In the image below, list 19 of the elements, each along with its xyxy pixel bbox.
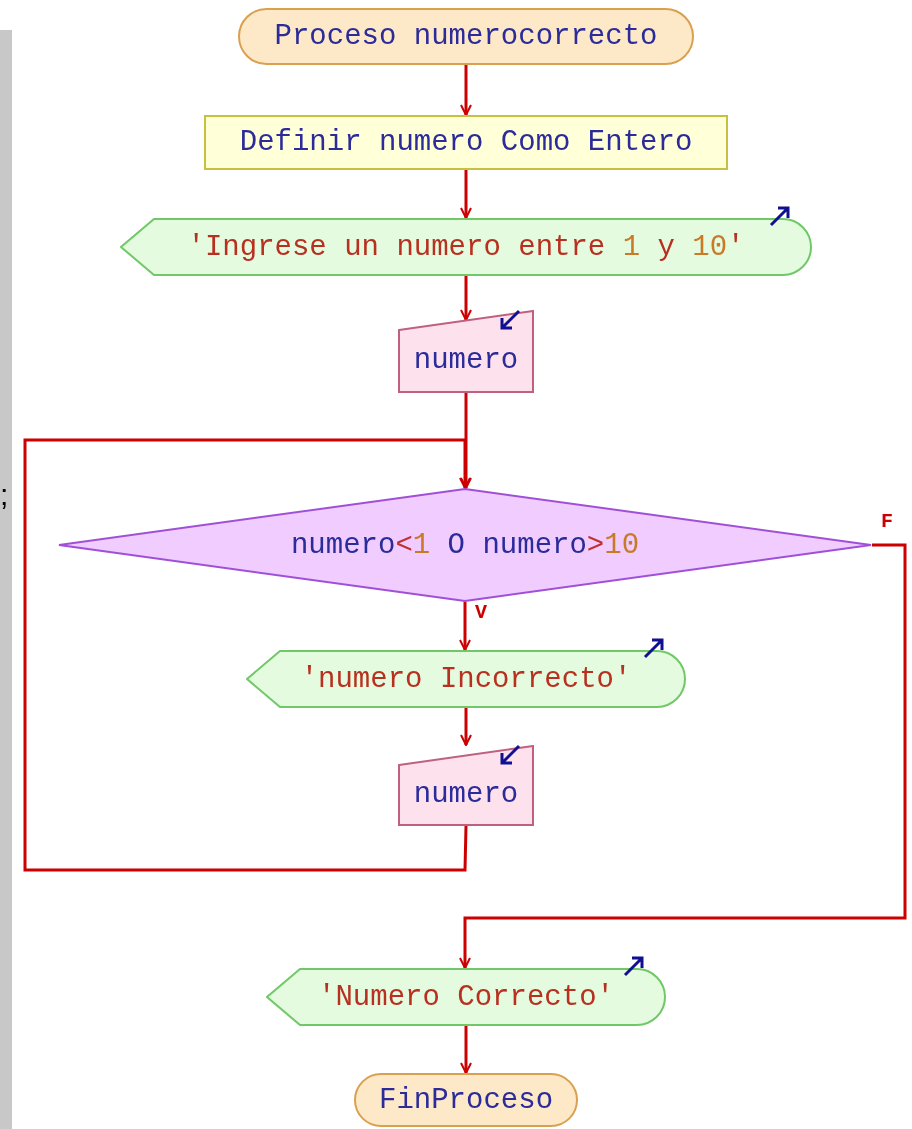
node-text: 'numero Incorrecto'	[300, 664, 632, 694]
node-text: numero<1 O numero>10	[290, 530, 640, 560]
arrow	[460, 708, 472, 746]
node-text: 'Numero Correcto'	[318, 982, 614, 1012]
node-text: 'Ingrese un numero entre 1 y 10'	[187, 232, 745, 262]
cut-off-text: ;	[0, 480, 9, 510]
node-text: Definir numero Como Entero	[239, 128, 693, 157]
arrow	[460, 65, 472, 116]
arrow	[460, 170, 472, 219]
arrow	[460, 276, 472, 321]
arrow	[460, 1026, 472, 1074]
node-text: numero	[413, 780, 519, 809]
node-text: Proceso numerocorrecto	[274, 22, 658, 51]
node-text: numero	[413, 346, 519, 375]
arrow	[460, 393, 472, 489]
arrow	[459, 543, 907, 969]
arrow	[459, 602, 471, 651]
arrow	[23, 438, 471, 872]
node-text: FinProceso	[378, 1085, 554, 1115]
